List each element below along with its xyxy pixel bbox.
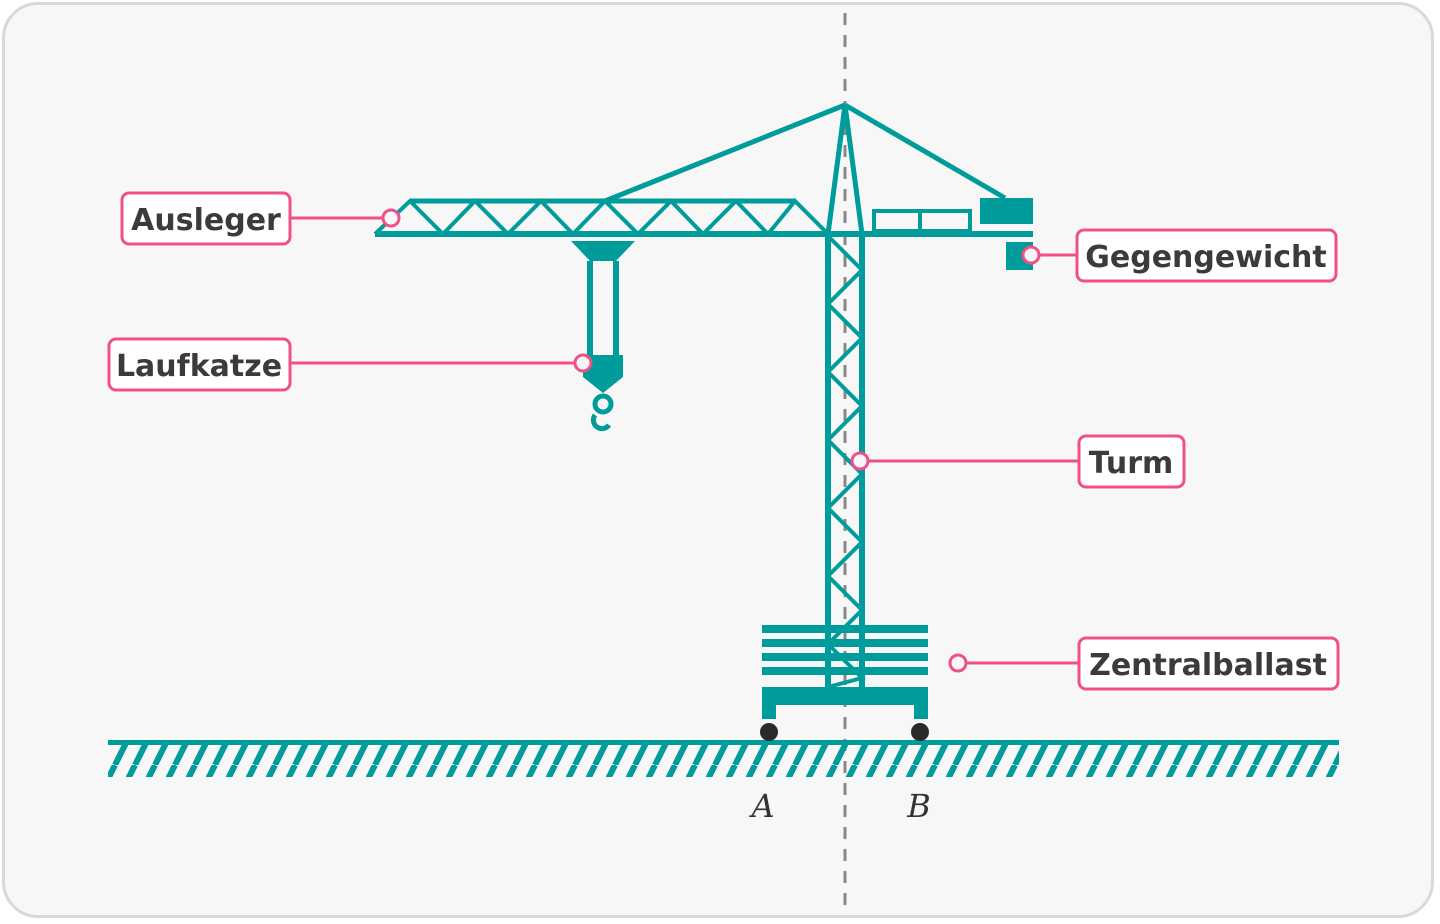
crane-diagram: A B Ausleger Laufkatze Gegengewicht: [107, 13, 1340, 915]
central-ballast-block: [762, 625, 928, 719]
point-label-a: A: [748, 787, 774, 825]
ground: [108, 740, 1339, 777]
trolley-hook: [571, 241, 635, 432]
support-points: A B: [748, 723, 931, 825]
counter-jib: [872, 198, 1033, 270]
mast: [604, 102, 1007, 235]
label-central-ballast: Zentralballast: [1089, 648, 1327, 683]
label-jib: Ausleger: [131, 203, 281, 238]
label-trolley: Laufkatze: [116, 349, 282, 384]
callout-central-ballast: Zentralballast: [948, 636, 1340, 691]
callout-trolley: Laufkatze: [107, 337, 593, 392]
support-point-a: [760, 723, 778, 741]
label-counterweight: Gegengewicht: [1085, 240, 1326, 275]
callout-counterweight: Gegengewicht: [1021, 228, 1338, 283]
callouts: Ausleger Laufkatze Gegengewicht Turm: [107, 191, 1340, 691]
point-label-b: B: [906, 787, 931, 825]
callout-tower: Turm: [850, 434, 1186, 489]
label-tower: Turm: [1089, 446, 1174, 481]
crane: [373, 102, 1033, 719]
callout-jib: Ausleger: [120, 191, 401, 246]
support-point-b: [911, 723, 929, 741]
